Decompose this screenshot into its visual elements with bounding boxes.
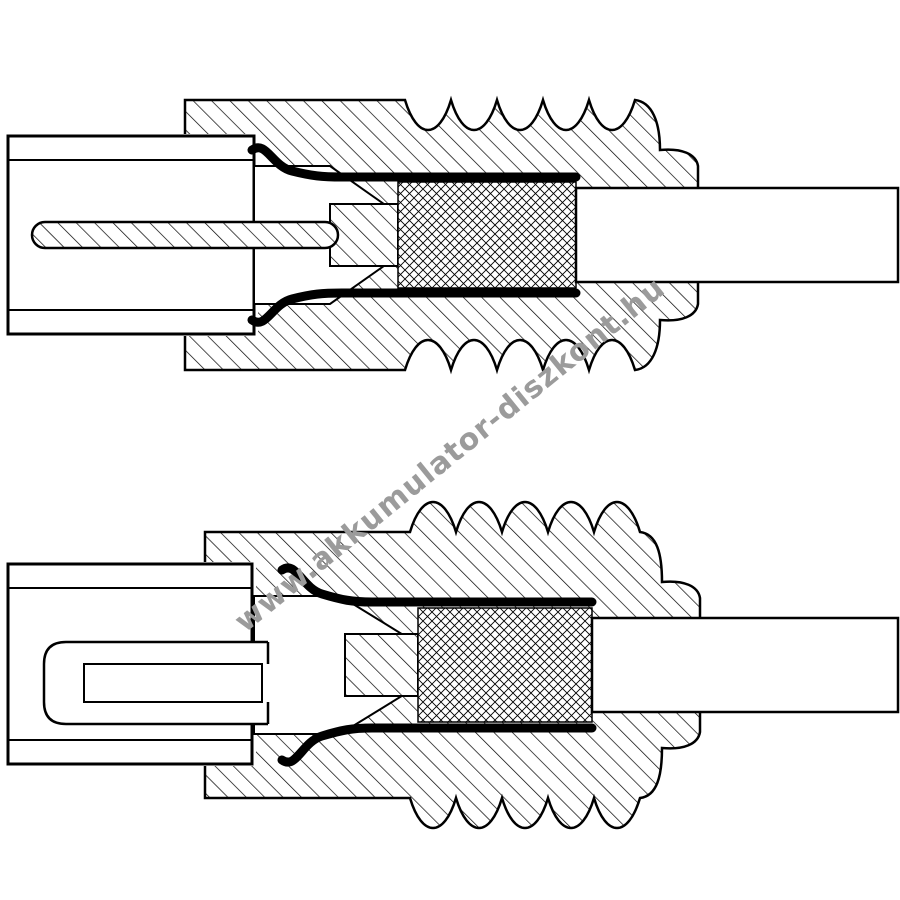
male-plug-cross-section [0, 95, 900, 375]
socket-contact-holder-hatched [344, 633, 419, 697]
plug-sleeve-inner-wall-lines [8, 159, 254, 311]
braid-over-dielectric-crosshatch [397, 181, 577, 289]
shield-braid-lower [277, 723, 597, 767]
shield-braid-upper [247, 143, 581, 182]
plug-center-pin [30, 220, 340, 250]
cable-jacket [590, 616, 900, 714]
cable-jacket [574, 186, 900, 284]
female-socket-cross-section [0, 500, 900, 830]
plug-pin-holder-hatched [329, 203, 399, 267]
braid-over-dielectric-crosshatch [417, 607, 593, 723]
socket-contact-slot [83, 663, 263, 703]
socket-sleeve-inner-wall-lines [8, 587, 252, 741]
shield-braid-upper [277, 563, 597, 607]
shield-braid-lower [247, 288, 581, 327]
